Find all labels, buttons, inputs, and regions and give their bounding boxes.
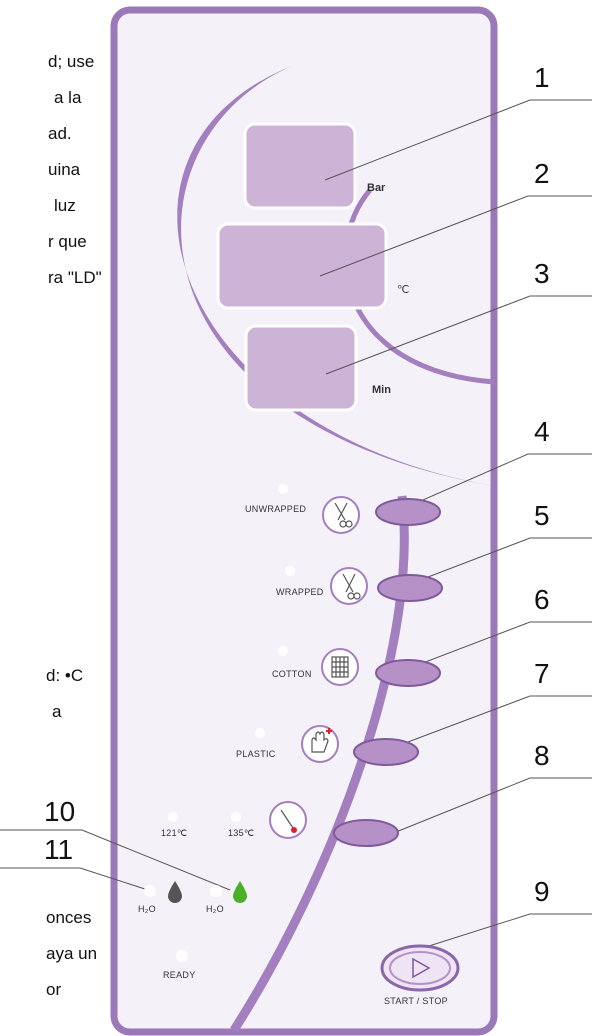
callout-line xyxy=(395,777,592,833)
side-line: a la xyxy=(54,88,82,107)
wrapped-label: WRAPPED xyxy=(276,587,324,597)
callout-4: 4 xyxy=(534,416,550,447)
cotton-program-button[interactable] xyxy=(375,659,441,687)
side-text-bottom: onces aya un or xyxy=(46,900,156,1008)
callout-1: 1 xyxy=(534,62,550,93)
callout-lines xyxy=(0,99,592,953)
callout-line xyxy=(393,537,592,591)
cotton-grid-lines xyxy=(332,657,348,677)
time-display xyxy=(244,324,358,412)
side-line: ad. xyxy=(48,124,72,143)
callout-7: 7 xyxy=(534,658,550,689)
glove-shape xyxy=(311,731,329,753)
cotton-led xyxy=(278,646,288,656)
cotton-label: COTTON xyxy=(272,669,312,679)
red-cross xyxy=(326,728,332,734)
water-low-label: H₂O xyxy=(138,904,156,914)
callout-line xyxy=(319,195,592,277)
callout-5: 5 xyxy=(534,500,550,531)
callout-2: 2 xyxy=(534,158,550,189)
scissors-handle xyxy=(345,520,353,528)
callout-line xyxy=(0,867,149,891)
callout-3: 3 xyxy=(534,258,550,289)
temp-135-led xyxy=(231,812,241,822)
side-line: aya un xyxy=(46,944,98,963)
callout-line xyxy=(391,695,592,749)
scissors-blades xyxy=(334,502,348,521)
callout-line xyxy=(409,913,592,953)
side-line: onces xyxy=(46,908,92,927)
unwrapped-led xyxy=(278,484,288,494)
side-line: r que xyxy=(48,232,87,251)
temp-121-led xyxy=(168,812,178,822)
side-line: ra "LD" xyxy=(48,268,102,287)
side-line: a xyxy=(52,702,62,721)
bar-unit-label: Bar xyxy=(367,182,386,194)
plastic-program-button[interactable] xyxy=(353,738,419,766)
min-unit-label: Min xyxy=(372,384,391,396)
callout-line xyxy=(0,829,231,891)
callout-line xyxy=(325,295,592,375)
callout-8: 8 xyxy=(534,740,550,771)
thermometer-bulb xyxy=(291,827,297,833)
button-arc xyxy=(230,495,409,1033)
ready-label: READY xyxy=(163,970,196,980)
unwrapped-label: UNWRAPPED xyxy=(245,504,307,514)
play-icon xyxy=(412,957,431,979)
side-line: or xyxy=(46,980,62,999)
plastic-label: PLASTIC xyxy=(236,749,276,759)
callout-9: 9 xyxy=(534,876,550,907)
callout-11: 11 xyxy=(44,834,74,865)
temperature-display xyxy=(216,222,388,310)
glove-icon xyxy=(301,725,339,763)
water-full-led xyxy=(210,885,222,897)
side-text-top: d; use a la ad. uina luz r que ra "LD" xyxy=(48,44,158,296)
start-stop-ring xyxy=(389,951,451,985)
panel-frame xyxy=(110,6,498,1036)
temp-135-label: 135℃ xyxy=(228,828,255,838)
callout-10: 10 xyxy=(44,796,76,827)
temperature-select-button[interactable] xyxy=(333,819,399,847)
callout-line xyxy=(399,453,592,511)
plastic-led xyxy=(255,728,265,738)
celsius-unit-label: ℃ xyxy=(397,284,410,296)
side-line: d: •C xyxy=(46,666,84,685)
water-drop-full-icon xyxy=(233,881,247,903)
callout-line xyxy=(324,99,592,181)
ready-led xyxy=(176,950,188,962)
start-stop-button[interactable] xyxy=(380,944,460,992)
scissors-handle xyxy=(353,592,361,600)
water-drop-empty-icon xyxy=(168,881,182,903)
scissors-blades xyxy=(342,573,356,593)
temp-121-label: 121℃ xyxy=(161,828,188,838)
water-full-label: H₂O xyxy=(206,904,224,914)
wrapped-program-button[interactable] xyxy=(377,574,443,602)
callout-6: 6 xyxy=(534,584,550,615)
pressure-display xyxy=(243,122,357,210)
wrapped-led xyxy=(285,566,295,576)
unwrapped-program-button[interactable] xyxy=(375,498,441,526)
side-line: d; use xyxy=(48,52,95,71)
water-low-led xyxy=(144,885,156,897)
side-line: uina xyxy=(48,160,81,179)
start-stop-label: START / STOP xyxy=(384,996,448,1006)
side-line: luz xyxy=(54,196,76,215)
thermometer-stem xyxy=(280,809,294,829)
callout-line xyxy=(393,621,592,675)
side-text-mid: d: •C a xyxy=(46,658,156,730)
